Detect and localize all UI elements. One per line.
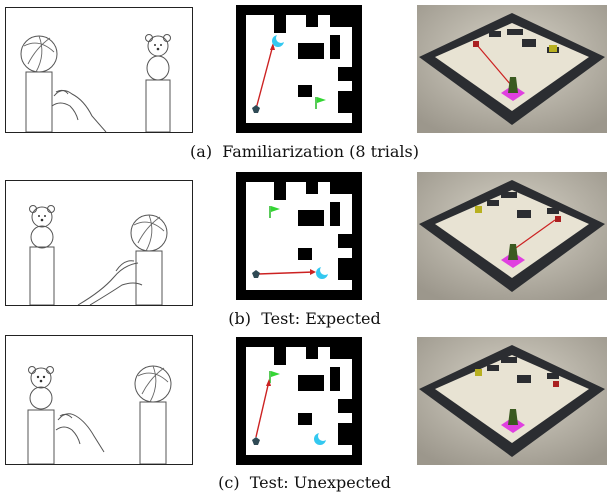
pillar-left xyxy=(27,409,55,464)
yellow-cube-icon xyxy=(475,206,482,213)
maze-a-drawing xyxy=(236,5,362,133)
maze-row-b xyxy=(236,172,362,300)
maze-c-drawing xyxy=(236,337,362,465)
ball-icon xyxy=(20,35,58,73)
sketch-row-b xyxy=(5,180,193,306)
green-cone-icon xyxy=(508,409,518,425)
render-a-drawing xyxy=(417,5,607,133)
pillar-right xyxy=(145,79,171,132)
caption-text: Test: Expected xyxy=(261,309,381,328)
teddy-bear-icon xyxy=(29,205,55,249)
pentagon-agent-icon xyxy=(252,105,260,113)
path-arrow xyxy=(255,380,270,438)
maze-row-a xyxy=(236,5,362,133)
sketch-b-drawing xyxy=(29,205,168,305)
path-arrow xyxy=(257,271,315,275)
sketch-c-drawing xyxy=(27,365,172,464)
red-cube-icon xyxy=(473,41,479,47)
green-cone-icon xyxy=(508,77,518,93)
crescent-icon xyxy=(314,431,328,445)
caption-letter: (b) xyxy=(228,309,252,328)
green-cone-icon xyxy=(508,244,518,260)
crescent-icon xyxy=(316,265,330,279)
maze-row-c xyxy=(236,337,362,465)
flag-icon xyxy=(269,206,280,218)
maze-b-drawing xyxy=(236,172,362,300)
path-arrow-3d xyxy=(512,219,556,251)
pillar-left xyxy=(29,246,55,305)
caption-letter: (a) xyxy=(190,142,213,161)
render-row-b xyxy=(417,172,607,300)
pillar-right xyxy=(135,250,163,305)
crescent-icon xyxy=(272,33,286,47)
render-row-a xyxy=(417,5,607,133)
caption-row-a: (a) Familiarization (8 trials) xyxy=(0,142,609,161)
hand-icon xyxy=(51,89,107,132)
render-b-drawing xyxy=(417,172,607,300)
ball-icon xyxy=(130,214,168,252)
flag-icon xyxy=(269,371,280,383)
red-cube-icon xyxy=(553,381,559,387)
sketch-row-a xyxy=(5,7,193,133)
caption-text: Test: Unexpected xyxy=(249,473,391,492)
hand-icon xyxy=(77,260,143,305)
path-arrow xyxy=(255,44,274,110)
flag-icon xyxy=(315,97,326,109)
caption-letter: (c) xyxy=(218,473,240,492)
red-cube-icon xyxy=(555,216,561,222)
pentagon-agent-icon xyxy=(252,270,260,278)
sketch-row-c xyxy=(5,335,193,465)
caption-row-c: (c) Test: Unexpected xyxy=(0,473,609,492)
yellow-cube-icon xyxy=(549,45,557,52)
path-arrow-3d xyxy=(476,44,512,86)
hand-icon xyxy=(55,413,105,453)
pentagon-agent-icon xyxy=(252,437,260,445)
sketch-a-drawing xyxy=(20,34,171,132)
render-row-c xyxy=(417,337,607,465)
ball-icon xyxy=(134,365,172,403)
caption-row-b: (b) Test: Expected xyxy=(0,309,609,328)
teddy-bear-icon xyxy=(28,366,54,410)
render-c-drawing xyxy=(417,337,607,465)
pillar-right xyxy=(139,401,167,464)
pillar-left xyxy=(25,71,53,132)
yellow-cube-icon xyxy=(475,369,482,376)
teddy-bear-icon xyxy=(145,34,171,81)
caption-text: Familiarization (8 trials) xyxy=(222,142,419,161)
